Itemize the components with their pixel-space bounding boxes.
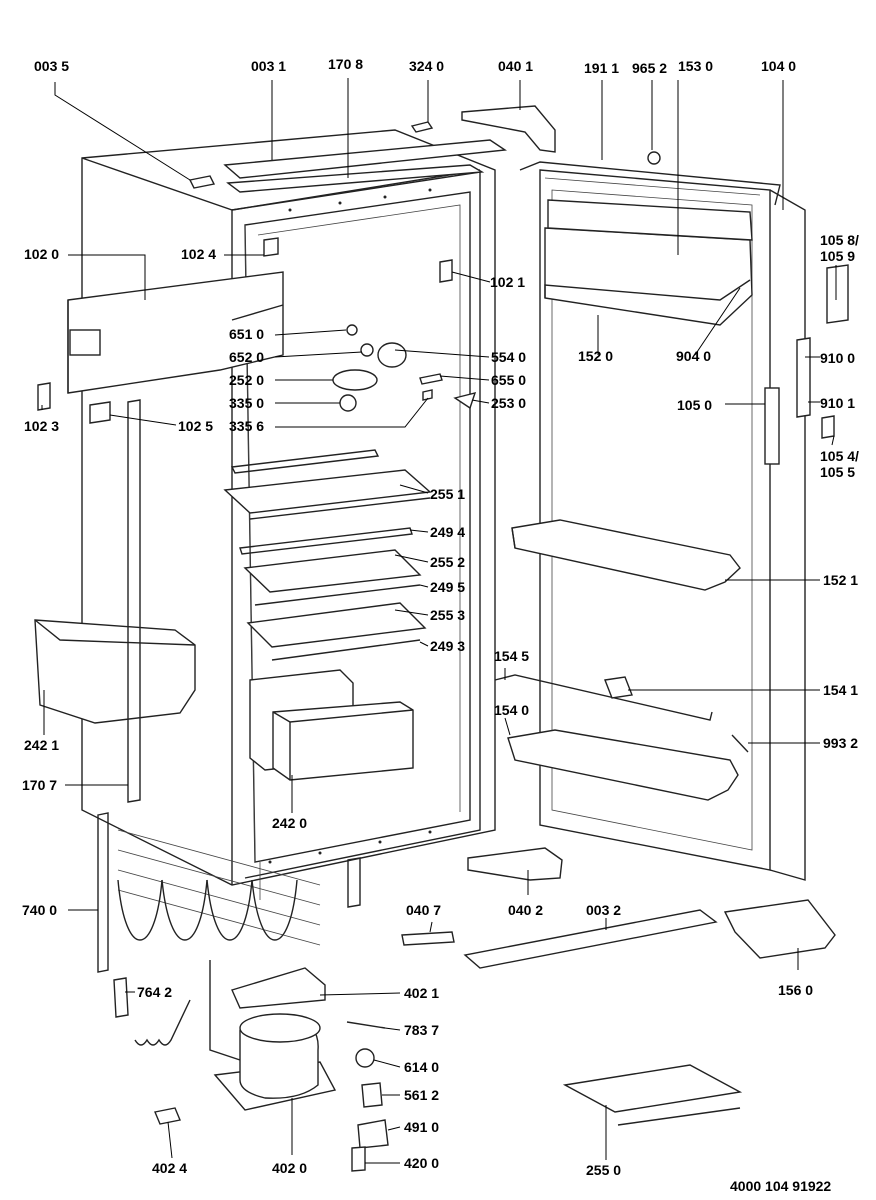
plinth [463, 909, 718, 969]
part-label-5612: 561 2 [404, 1087, 440, 1103]
part-label-1024: 102 4 [181, 246, 217, 262]
part-label-1023: 102 3 [24, 418, 60, 434]
part-label-1021: 102 1 [490, 274, 526, 290]
door [494, 161, 849, 881]
part-label-2420: 242 0 [272, 815, 308, 831]
part-label-1560: 156 0 [778, 982, 814, 998]
freezer-flap [37, 237, 453, 424]
thermostat-light-parts [332, 324, 477, 412]
part-label-2520: 252 0 [229, 372, 265, 388]
part-label-6520: 652 0 [229, 349, 265, 365]
part-label-0401: 040 1 [498, 58, 534, 74]
part-label-4020: 402 0 [272, 1160, 308, 1176]
part-label-1541: 154 1 [823, 682, 859, 698]
part-label-6510: 651 0 [229, 326, 265, 342]
part-label-3240: 324 0 [409, 58, 445, 74]
cabinet-body [81, 121, 508, 900]
part-label-1545: 154 5 [494, 648, 530, 664]
part-label-2495: 249 5 [430, 579, 466, 595]
bottom-hinge [467, 847, 563, 881]
part-label-0407: 040 7 [406, 902, 442, 918]
part-label-4910: 491 0 [404, 1119, 440, 1135]
part-label-6550: 655 0 [491, 372, 527, 388]
leader-lines [41, 78, 837, 1164]
screw [647, 151, 661, 165]
part-label-2421: 242 1 [24, 737, 60, 753]
part-label-1530: 153 0 [678, 58, 714, 74]
freezer-box [34, 619, 196, 724]
part-label-1540: 154 0 [494, 702, 530, 718]
top-hinge [461, 105, 556, 153]
part-label-9101: 910 1 [820, 395, 856, 411]
part-label-1054: 105 4/ [820, 448, 859, 464]
condenser [97, 812, 361, 973]
part-label-3350: 335 0 [229, 395, 265, 411]
part-label-2551: 255 1 [430, 486, 466, 502]
part-label-1055: 105 5 [820, 464, 856, 480]
part-label-2530: 253 0 [491, 395, 527, 411]
side-strip [127, 399, 141, 803]
shelves [223, 449, 432, 661]
part-label-2552: 255 2 [430, 554, 466, 570]
part-label-6140: 614 0 [404, 1059, 440, 1075]
part-label-0031: 003 1 [251, 58, 287, 74]
compressor [113, 960, 389, 1172]
part-label-1058: 105 8/ [820, 232, 859, 248]
part-label-1025: 102 5 [178, 418, 214, 434]
part-label-0035: 003 5 [34, 58, 70, 74]
part-label-0402: 040 2 [508, 902, 544, 918]
ice-tray [723, 899, 836, 959]
bottom-glass-shelf [562, 1064, 743, 1113]
part-label-0032: 003 2 [586, 902, 622, 918]
part-label-1059: 105 9 [820, 248, 856, 264]
part-label-4024: 402 4 [152, 1160, 188, 1176]
part-label-1707: 170 7 [22, 777, 58, 793]
part-label-7400: 740 0 [22, 902, 58, 918]
part-label-2494: 249 4 [430, 524, 466, 540]
part-label-1040: 104 0 [761, 58, 797, 74]
part-label-1911: 191 1 [584, 60, 620, 76]
part-label-1050: 105 0 [677, 397, 713, 413]
hinge-plate [401, 931, 455, 946]
part-label-9100: 910 0 [820, 350, 856, 366]
part-label-4021: 402 1 [404, 985, 440, 1001]
part-label-2550: 255 0 [586, 1162, 622, 1178]
part-label-1020: 102 0 [24, 246, 60, 262]
part-label-7642: 764 2 [137, 984, 173, 1000]
drawing-reference-number: 4000 104 91922 [730, 1178, 832, 1194]
part-label-1708: 170 8 [328, 56, 364, 72]
part-label-2493: 249 3 [430, 638, 466, 654]
part-label-1521: 152 1 [823, 572, 859, 588]
part-label-1520: 152 0 [578, 348, 614, 364]
crisper-boxes [249, 669, 414, 781]
part-label-9652: 965 2 [632, 60, 668, 76]
part-label-2553: 255 3 [430, 607, 466, 623]
part-label-5540: 554 0 [491, 349, 527, 365]
part-label-7837: 783 7 [404, 1022, 440, 1038]
part-label-3356: 335 6 [229, 418, 265, 434]
part-label-4200: 420 0 [404, 1155, 440, 1171]
part-label-9040: 904 0 [676, 348, 712, 364]
part-label-9932: 993 2 [823, 735, 859, 751]
